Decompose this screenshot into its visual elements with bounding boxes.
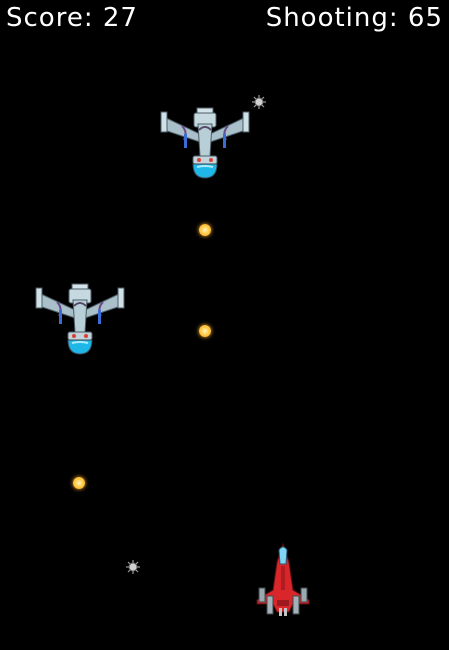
enemy-jet-icon — [35, 283, 125, 355]
player-jet-icon[interactable] — [255, 542, 311, 618]
shooting-label: Shooting: 65 — [265, 3, 443, 33]
space-mine-icon — [252, 95, 266, 109]
fireball-icon — [199, 224, 211, 236]
space-mine-icon — [126, 560, 140, 574]
enemy-jet-icon — [160, 107, 250, 179]
fireball-icon — [199, 325, 211, 337]
score-label: Score: 27 — [6, 3, 138, 33]
fireball-icon — [73, 477, 85, 489]
